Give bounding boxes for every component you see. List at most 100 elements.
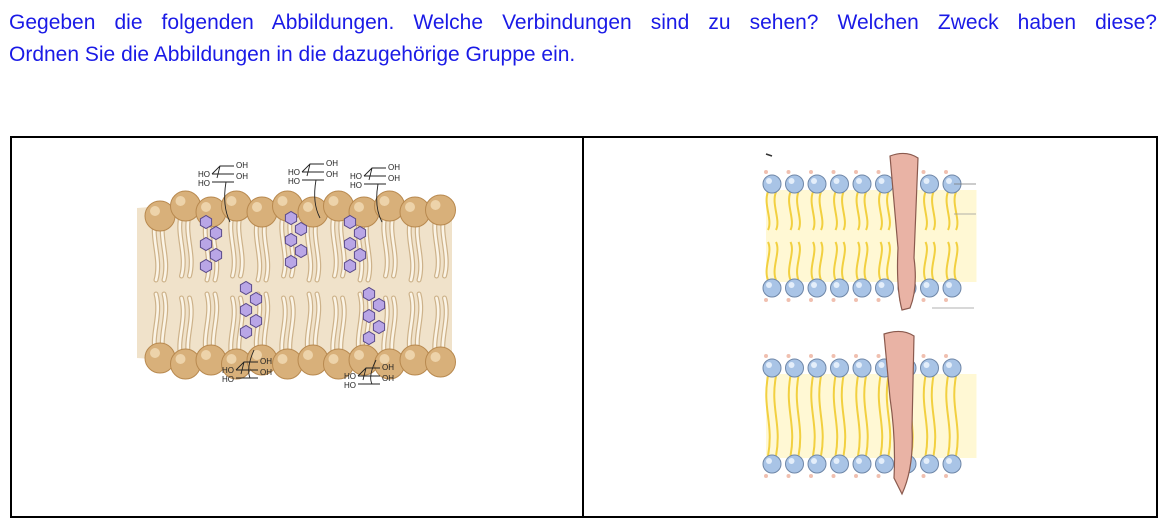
lipid-head: [170, 190, 201, 222]
lipid-tail: [796, 191, 801, 231]
head-knob: [876, 298, 881, 302]
lipid-head: [852, 174, 872, 194]
lipid-tail: [878, 191, 883, 231]
label-ho: HO: [288, 168, 300, 177]
head-knob: [944, 298, 948, 302]
lipid-head: [762, 358, 782, 378]
sterol-lower-1: [239, 280, 263, 340]
lipid-tail: [931, 191, 936, 231]
sterol-lower-2: [362, 286, 386, 346]
lipid-head: [920, 174, 939, 194]
lipid-head: [942, 454, 962, 474]
lipid-head: [807, 358, 827, 378]
sterol-ring: [284, 232, 298, 248]
lipid-head-shine: [277, 196, 288, 206]
lipid-head-shine: [766, 282, 772, 288]
head-knob: [809, 474, 813, 478]
head-knob: [764, 474, 768, 478]
lipid-head-shine: [878, 282, 885, 288]
sterol-ring: [249, 291, 263, 307]
lipid-head: [942, 358, 962, 378]
lipid-tail: [833, 241, 838, 281]
bilayer-upper: [762, 170, 977, 302]
lipid-tail: [773, 241, 779, 281]
lipid-head: [852, 358, 872, 378]
lipid-head-shine: [354, 202, 364, 212]
label-oh: OH: [326, 159, 338, 168]
lipid-tail: [810, 241, 816, 281]
lipid-head: [830, 358, 849, 378]
sugar-ring: [357, 367, 380, 385]
lipid-head: [807, 278, 827, 298]
lipid-head-shine: [766, 362, 772, 368]
lipid-head-shine: [405, 350, 415, 360]
lipid-head-shine: [811, 362, 817, 368]
lipid-head-shine: [923, 362, 930, 368]
head-knob: [876, 474, 881, 478]
lipid-head-shine: [833, 178, 840, 184]
lipid-head: [425, 194, 456, 226]
label-oh: OH: [382, 374, 394, 383]
lipid-head: [785, 454, 804, 474]
lipid-head-shine: [946, 458, 952, 464]
lipid-head-shine: [379, 196, 390, 206]
label-ho: HO: [198, 170, 210, 179]
lipid-tail: [810, 375, 816, 457]
lipid-tail: [931, 241, 936, 281]
sugar-linker: [370, 359, 377, 385]
sterol-ring: [362, 308, 376, 324]
lipid-tail: [923, 241, 928, 281]
lipid-head-shine: [150, 206, 160, 216]
head-knob: [854, 354, 858, 358]
head-knob: [921, 170, 926, 174]
lipid-head-shine: [150, 348, 160, 358]
sugar-ring: [301, 163, 324, 181]
lipid-head: [170, 348, 201, 380]
lipid-head: [920, 358, 939, 378]
head-knob: [831, 354, 836, 358]
lipid-head-shine: [328, 196, 339, 206]
lipid-tail: [953, 375, 959, 457]
lipid-head-shine: [788, 282, 795, 288]
lipid-head-shine: [878, 362, 885, 368]
sterol-ring: [343, 214, 357, 230]
lipid-tail: [787, 375, 794, 457]
lipid-tail: [945, 241, 951, 281]
head-knob: [809, 298, 813, 302]
lipid-head-shine: [946, 282, 952, 288]
lipid-head: [852, 278, 872, 298]
head-knob: [809, 170, 813, 174]
lipid-tail: [953, 191, 959, 231]
label-oh: OH: [326, 170, 338, 179]
sterol-ring: [284, 254, 298, 270]
lipid-head-shine: [252, 350, 262, 360]
lipid-head-shine: [175, 354, 186, 364]
lipid-tail: [773, 191, 779, 231]
sterol-ring: [239, 324, 253, 340]
lipid-head-shine: [878, 458, 885, 464]
lipid-tail: [788, 191, 793, 231]
lipid-head: [762, 278, 782, 298]
sterol-ring: [199, 214, 213, 230]
head-knob: [786, 170, 791, 174]
lipid-head: [852, 454, 872, 474]
lipid-head-shine: [788, 178, 795, 184]
sterol-ring: [239, 302, 253, 318]
lipid-head: [920, 454, 939, 474]
label-ho: HO: [344, 381, 356, 390]
lipid-tail: [765, 375, 771, 457]
head-knob: [944, 474, 948, 478]
sterol-ring: [199, 258, 213, 274]
lipid-head-shine: [303, 350, 313, 360]
lipid-head-shine: [277, 354, 288, 364]
lipid-head-shine: [856, 458, 862, 464]
lipid-tail: [923, 191, 928, 231]
head-knob: [786, 474, 791, 478]
lipid-tail: [796, 241, 801, 281]
lipid-tail: [885, 375, 892, 457]
label-oh: OH: [260, 368, 272, 377]
lipid-tail: [773, 375, 779, 457]
lipid-head: [875, 278, 894, 298]
